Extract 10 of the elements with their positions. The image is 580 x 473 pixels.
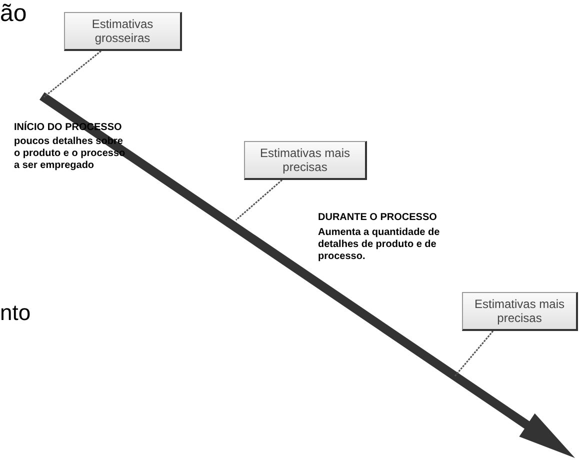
callout-box: Estimativas mais precisas: [244, 141, 367, 180]
callout-box: Estimativas grosseiras: [64, 12, 182, 51]
cut-off-text: ão: [0, 0, 28, 28]
leader-line: [236, 179, 282, 221]
stage-heading: DURANTE O PROCESSO: [318, 212, 438, 224]
callout-box: Estimativas mais precisas: [462, 292, 578, 331]
leader-line: [454, 330, 494, 376]
cut-off-text: nto: [0, 300, 32, 326]
leader-line: [44, 50, 102, 98]
stage-description: Aumenta a quantidade de detalhes de produto e de processo.: [318, 227, 441, 263]
